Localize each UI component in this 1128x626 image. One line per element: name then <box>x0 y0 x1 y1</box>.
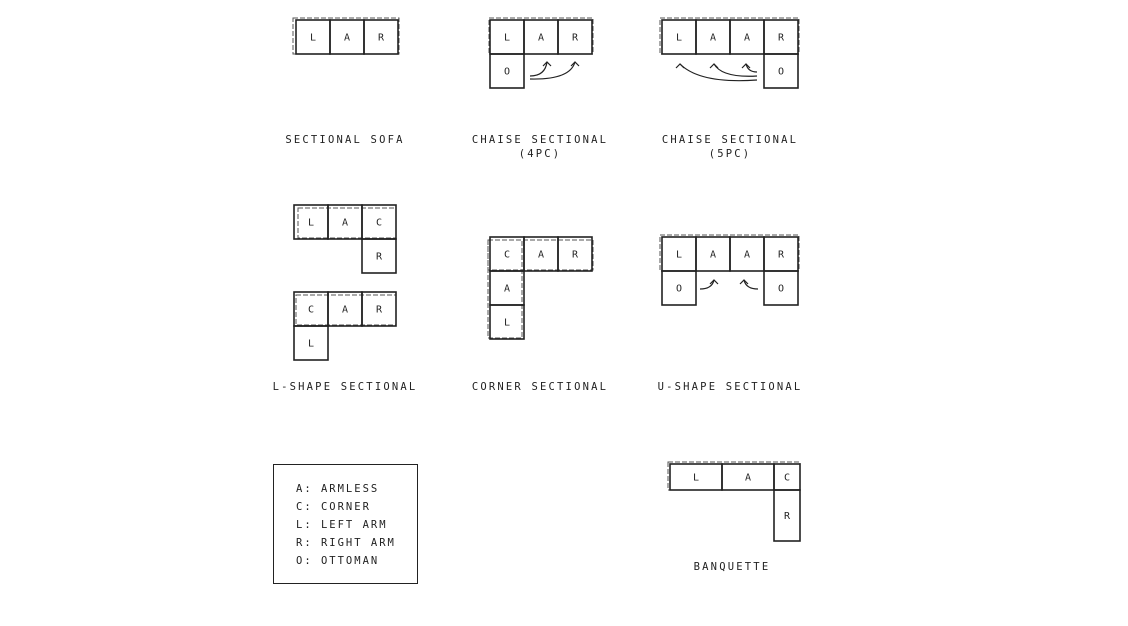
module-letter: L <box>310 33 316 44</box>
diagram-title: BANQUETTE <box>693 561 771 573</box>
module-letter: O <box>676 284 682 295</box>
module-letter: C <box>308 305 314 316</box>
legend-item: C: CORNER <box>296 501 371 513</box>
arrowhead-icon <box>675 63 685 69</box>
module-letter: O <box>778 67 784 78</box>
module-letter: C <box>504 250 510 261</box>
module-letter: O <box>778 284 784 295</box>
module-letter: C <box>784 473 790 484</box>
module-letter: L <box>676 250 682 261</box>
module-letter: L <box>504 33 510 44</box>
module-letter: A <box>710 33 716 44</box>
legend-item: R: RIGHT ARM <box>296 537 396 549</box>
diagram-title: SECTIONAL SOFA <box>285 134 405 146</box>
legend-item: O: OTTOMAN <box>296 555 380 567</box>
arrowhead-icon <box>739 279 749 285</box>
arrowhead-icon <box>542 61 552 67</box>
module-letter: A <box>342 218 348 229</box>
legend-item: A: ARMLESS <box>296 483 380 495</box>
sofa-module <box>363 19 399 55</box>
module-letter: R <box>778 250 785 261</box>
module-letter: L <box>504 318 510 329</box>
sofa-module <box>763 53 799 89</box>
back-cushion-outline <box>659 17 800 55</box>
module-letter: R <box>376 252 383 263</box>
back-cushion-outline <box>487 239 523 339</box>
module-letter: A <box>504 284 510 295</box>
diagram-title: (4PC) <box>518 148 562 160</box>
arrowhead-icon <box>570 61 580 67</box>
diagram-title: CHAISE SECTIONAL <box>471 134 609 146</box>
arrow-icon <box>743 279 759 290</box>
module-letter: L <box>693 473 699 484</box>
sofa-module <box>763 270 799 306</box>
sofa-module <box>293 325 329 361</box>
diagram-title: U-SHAPE SECTIONAL <box>657 381 803 393</box>
module-letter: A <box>342 305 348 316</box>
back-cushion-outline <box>667 461 801 491</box>
module-letter: R <box>784 511 791 522</box>
module-letter: A <box>710 250 716 261</box>
arrowhead-icon <box>741 63 751 69</box>
arrow-icon <box>529 61 548 77</box>
sofa-module <box>557 19 593 55</box>
module-letter: A <box>744 250 750 261</box>
module-letter: L <box>308 339 314 350</box>
module-letter: L <box>676 33 682 44</box>
arrowhead-icon <box>709 63 719 69</box>
sofa-module <box>361 238 397 274</box>
arrowhead-icon <box>709 279 719 285</box>
legend-item: L: LEFT ARM <box>296 519 388 531</box>
diagram-title: (5PC) <box>708 148 752 160</box>
module-letter: O <box>504 67 510 78</box>
module-letter: R <box>778 33 785 44</box>
module-letter: A <box>744 33 750 44</box>
diagram-title: L-SHAPE SECTIONAL <box>272 381 418 393</box>
diagram-title: CORNER SECTIONAL <box>471 381 609 393</box>
module-letter: A <box>745 473 751 484</box>
module-letter: A <box>344 33 350 44</box>
back-cushion-outline <box>659 234 800 272</box>
module-letter: R <box>572 33 579 44</box>
arrow-icon <box>679 63 758 82</box>
module-letter: C <box>376 218 382 229</box>
sofa-module <box>489 53 525 89</box>
sofa-module <box>661 270 697 306</box>
module-letter: L <box>308 218 314 229</box>
legend-box: A: ARMLESS C: CORNER L: LEFT ARM R: RIGH… <box>273 464 418 584</box>
diagram-title: CHAISE SECTIONAL <box>661 134 799 146</box>
module-letter: R <box>572 250 579 261</box>
sofa-module <box>773 489 801 542</box>
back-cushion-outline <box>292 17 400 55</box>
sofa-module <box>557 236 593 272</box>
arrow-icon <box>529 61 576 80</box>
module-letter: A <box>538 33 544 44</box>
sofa-module <box>489 304 525 340</box>
module-letter: A <box>538 250 544 261</box>
arrow-icon <box>699 279 715 290</box>
sofa-module <box>361 291 397 327</box>
module-letter: R <box>378 33 385 44</box>
module-letter: R <box>376 305 383 316</box>
